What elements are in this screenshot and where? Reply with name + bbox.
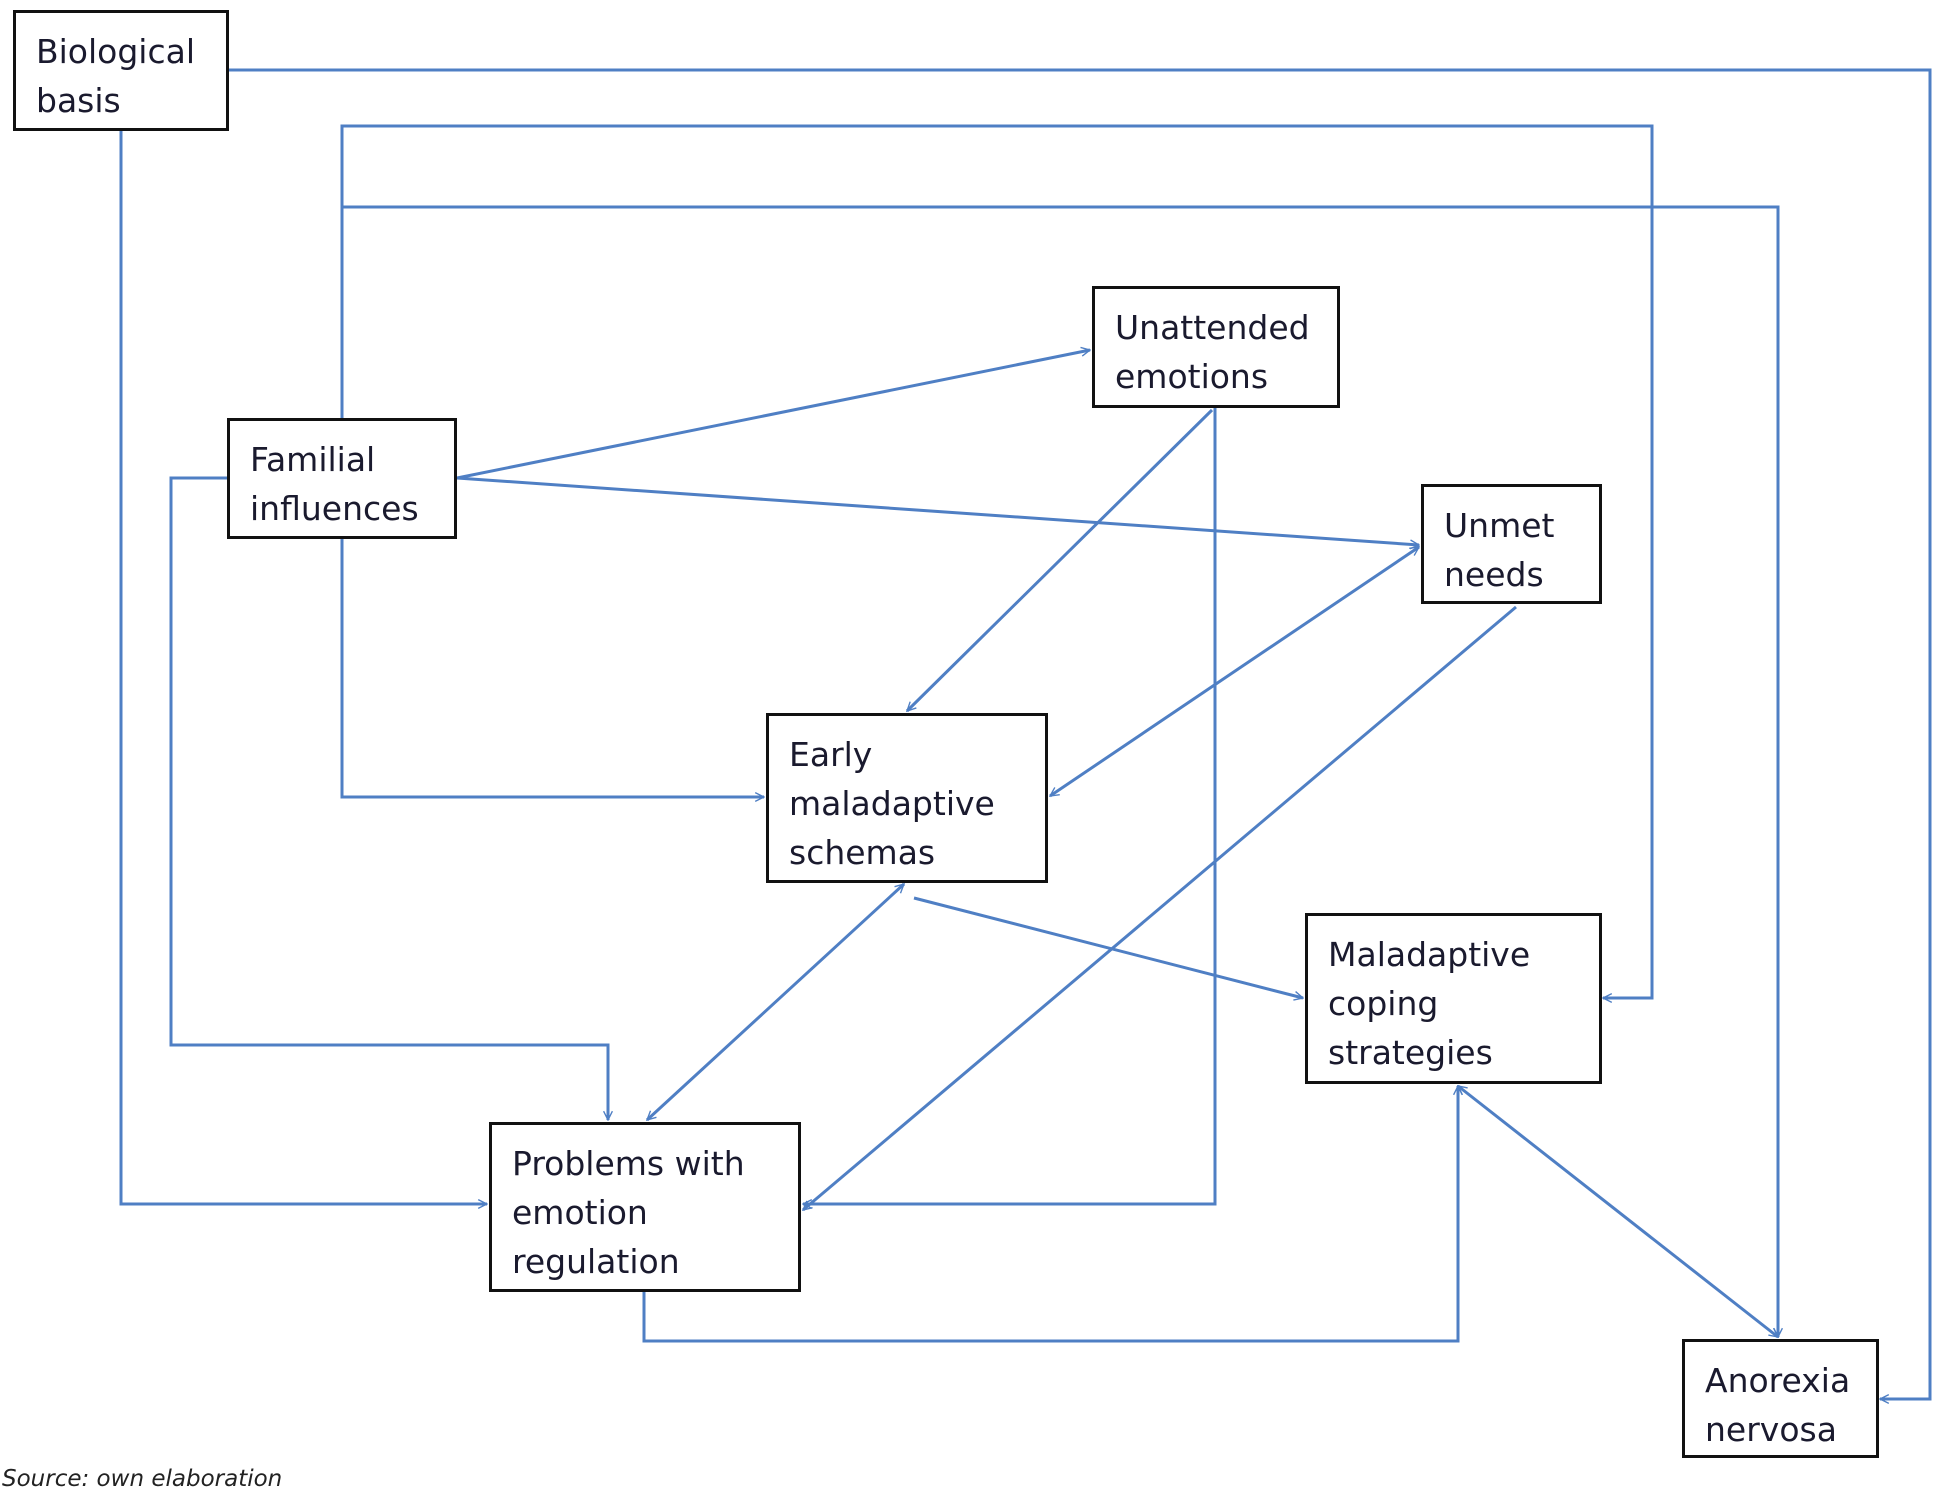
node-label-line: strategies bbox=[1328, 1033, 1493, 1072]
node-label-line: basis bbox=[36, 81, 121, 120]
node-early-maladaptive-schemas: Early maladaptive schemas bbox=[766, 713, 1048, 883]
node-unmet-needs: Unmet needs bbox=[1421, 484, 1602, 604]
edge-familial-to-unmet bbox=[456, 476, 1419, 545]
node-label-line: Unmet bbox=[1444, 506, 1555, 545]
node-label-line: Unattended bbox=[1115, 308, 1310, 347]
edge-biological-to-anorexia bbox=[228, 68, 1932, 1399]
source-caption: Source: own elaboration bbox=[2, 1466, 283, 1492]
node-label-line: maladaptive bbox=[789, 784, 995, 823]
node-label-line: emotions bbox=[1115, 357, 1269, 396]
edge-unmet-to-regulation bbox=[803, 605, 1517, 1212]
edge-biological-to-regulation bbox=[119, 130, 487, 1204]
edge-familial-to-schemas bbox=[340, 539, 764, 797]
edge-familial-to-regulation bbox=[169, 476, 608, 1120]
node-label-line: schemas bbox=[789, 833, 936, 872]
node-label-line: Anorexia bbox=[1705, 1361, 1851, 1400]
node-label-line: emotion bbox=[512, 1193, 648, 1232]
node-problems-with-emotion-regulation: Problems with emotion regulation bbox=[489, 1122, 801, 1292]
node-label-line: Maladaptive bbox=[1328, 935, 1531, 974]
node-label-line: coping bbox=[1328, 984, 1439, 1023]
node-label-line: Early bbox=[789, 735, 873, 774]
edge-schemas-to-coping bbox=[913, 896, 1303, 998]
edge-unmet-to-schemas bbox=[1050, 545, 1419, 798]
edge-familial-to-unattended bbox=[456, 350, 1090, 480]
node-label-line: nervosa bbox=[1705, 1410, 1837, 1449]
node-label-line: needs bbox=[1444, 555, 1544, 594]
edge-coping-to-anorexia bbox=[1458, 1084, 1778, 1339]
node-label-line: regulation bbox=[512, 1242, 680, 1281]
edge-schemas-to-regulation bbox=[647, 882, 904, 1122]
edge-unattended-to-schemas bbox=[907, 408, 1214, 711]
node-familial-influences: Familial influences bbox=[227, 418, 457, 539]
edge-familial-to-coping bbox=[340, 124, 1654, 998]
node-label-line: influences bbox=[250, 489, 419, 528]
node-label-line: Familial bbox=[250, 440, 376, 479]
node-maladaptive-coping-strategies: Maladaptive coping strategies bbox=[1305, 913, 1602, 1084]
node-anorexia-nervosa: Anorexia nervosa bbox=[1682, 1339, 1879, 1458]
node-label-line: Biological bbox=[36, 32, 196, 71]
edge-familial-to-anorexia bbox=[342, 205, 1778, 1337]
node-unattended-emotions: Unattended emotions bbox=[1092, 286, 1340, 408]
node-label-line: Problems with bbox=[512, 1144, 745, 1183]
node-biological-basis: Biological basis bbox=[13, 10, 229, 131]
